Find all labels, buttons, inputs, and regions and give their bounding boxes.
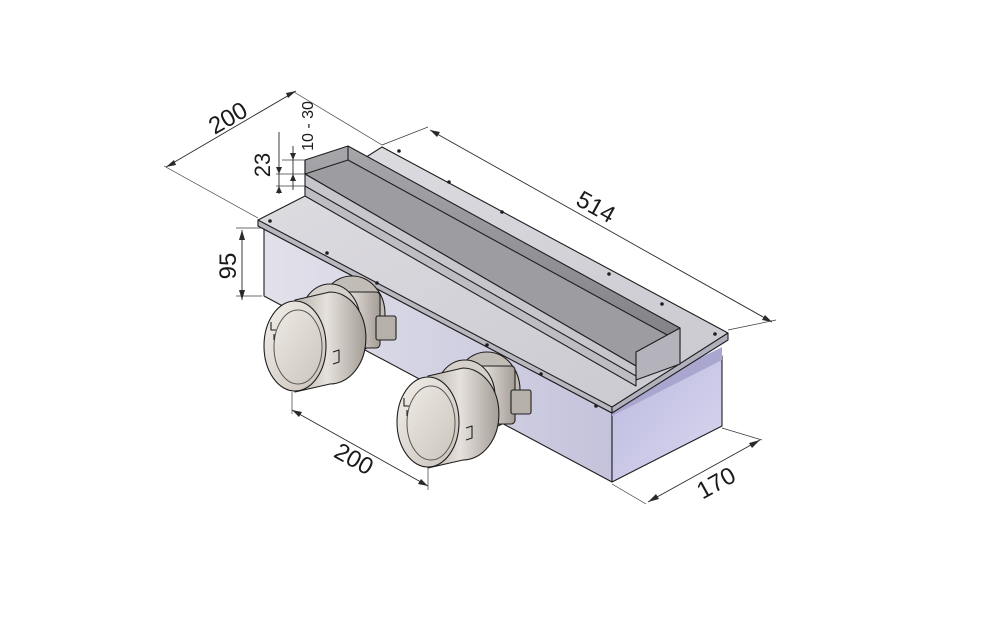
mounting-hole	[268, 219, 272, 223]
spigot-2-clip	[510, 389, 532, 415]
arrow-head	[292, 410, 302, 417]
slot-channel	[304, 145, 681, 387]
arrow-head	[286, 91, 296, 98]
arrow-head	[276, 186, 282, 193]
arrow-head	[276, 167, 282, 174]
ext-line	[721, 427, 763, 441]
mounting-hole	[485, 343, 489, 347]
dim-label-height-flange: 23	[250, 153, 275, 177]
mounting-hole	[539, 372, 543, 376]
arrow-head	[290, 174, 296, 181]
mounting-hole	[594, 404, 598, 408]
dim-label-length: 514	[572, 186, 620, 229]
arrow-head	[418, 479, 428, 486]
spigot-2-notch	[403, 398, 473, 441]
spigot-2	[396, 351, 532, 469]
arrow-head	[648, 494, 659, 502]
dim-label-depth-box: 170	[692, 462, 740, 505]
arrow-head	[762, 315, 772, 322]
mounting-hole	[607, 272, 611, 276]
channel-flange	[304, 185, 637, 387]
dim-label-height-collar: 10 - 30	[300, 101, 317, 151]
spigot-2-mouth	[396, 376, 460, 468]
dim-line-depth-box	[647, 439, 761, 503]
dimension-lines	[163, 90, 777, 505]
mounting-hole	[397, 149, 401, 153]
arrow-head	[239, 290, 245, 300]
dim-line-spigot-spacing	[291, 409, 429, 487]
ext-line	[611, 483, 647, 505]
mounting-holes	[268, 149, 717, 408]
arrow-head	[166, 160, 176, 167]
box-end-lip	[612, 347, 722, 416]
dim-line-length	[429, 129, 773, 323]
ext-line	[163, 165, 259, 219]
dim-label-height-box: 95	[215, 253, 242, 280]
mounting-hole	[713, 332, 717, 336]
arrow-head	[239, 230, 245, 240]
dim-label-spigot-spacing: 200	[330, 438, 378, 481]
arrow-head	[290, 153, 296, 160]
arrow-head	[749, 440, 760, 448]
mounting-hole	[660, 302, 664, 306]
mounting-hole	[325, 251, 329, 255]
ext-line	[293, 91, 383, 146]
spigot-1-clip	[375, 315, 397, 341]
spigot-1	[263, 275, 397, 393]
top-plate-edge-end	[611, 332, 729, 414]
spigot-1-mouth-inner	[273, 309, 323, 385]
dim-line-width-top	[165, 90, 297, 168]
spigot-1-notch	[270, 322, 340, 365]
channel-end-cap	[635, 327, 681, 381]
dim-label-width-top: 200	[204, 97, 252, 140]
dimension-arrows	[166, 91, 772, 502]
mounting-hole	[447, 180, 451, 184]
ext-line	[727, 319, 777, 331]
arrow-head	[430, 130, 440, 137]
ext-line	[381, 126, 429, 146]
mounting-hole	[500, 210, 504, 214]
spigot-1-mouth	[263, 300, 327, 392]
spigot-2-mouth-inner	[406, 385, 456, 461]
mounting-hole	[375, 281, 379, 285]
